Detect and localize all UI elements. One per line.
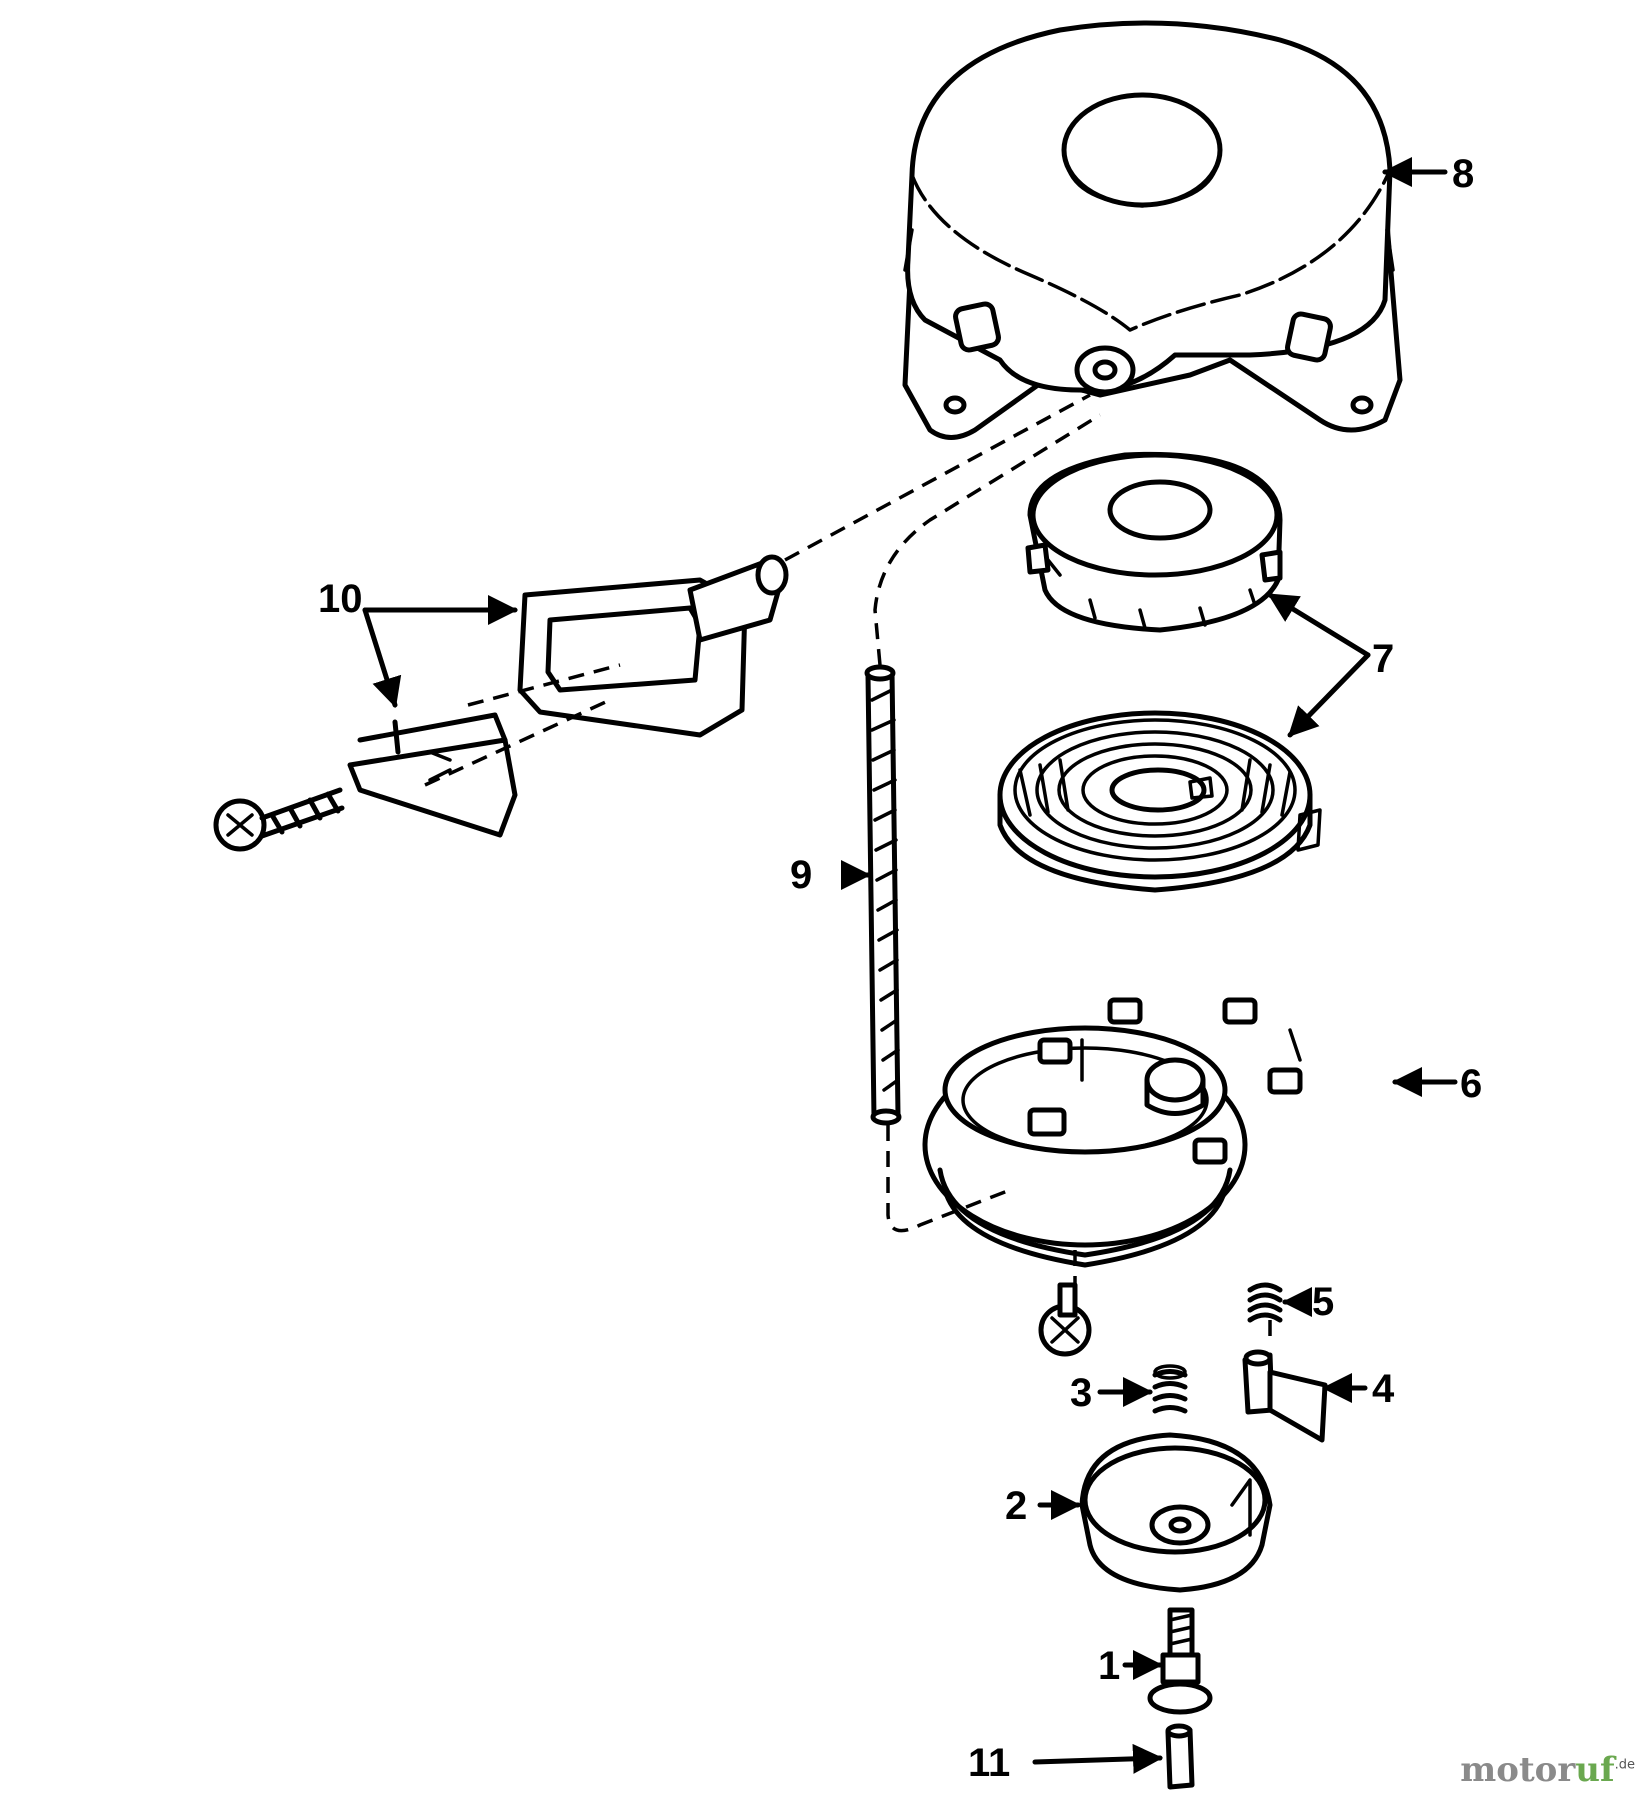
- callout-3: 3: [1070, 1371, 1092, 1415]
- part-3-spring: [1152, 1364, 1188, 1414]
- callout-6: 6: [1460, 1062, 1482, 1106]
- part-9-starter-rope: [864, 664, 902, 1126]
- callout-1: 1: [1098, 1644, 1120, 1688]
- callout-8: 8: [1452, 152, 1474, 196]
- part-2-brake-cup: [1079, 1432, 1273, 1593]
- part-7-spring-cover: [1025, 451, 1283, 633]
- watermark-main: motor: [1460, 1750, 1576, 1790]
- callout-numbers: 8 7 10 9 6 5 4 3 2 1 11: [318, 152, 1482, 1785]
- watermark-accent: uf: [1575, 1750, 1615, 1790]
- part-4-pawl: [1242, 1349, 1328, 1443]
- part-5-spring: [1247, 1282, 1283, 1323]
- callout-7: 7: [1372, 637, 1394, 681]
- callout-5: 5: [1312, 1280, 1334, 1324]
- part-10-screw: [213, 787, 345, 852]
- part-6-pulley: [922, 997, 1303, 1268]
- callout-9: 9: [790, 853, 812, 897]
- part-10-starter-handle: [517, 554, 789, 738]
- part-10-handle-insert: [347, 712, 518, 838]
- watermark-suffix: .de: [1614, 1757, 1635, 1773]
- watermark-logo: motoruf.de: [1460, 1750, 1635, 1790]
- part-11-pin: [1165, 1723, 1195, 1790]
- part-retainer-screw: [1038, 1282, 1092, 1357]
- callout-4: 4: [1372, 1367, 1395, 1411]
- part-1-center-screw: [1147, 1607, 1213, 1715]
- part-7-recoil-spring: [997, 710, 1322, 893]
- callout-10: 10: [318, 577, 363, 621]
- callout-11: 11: [968, 1741, 1010, 1785]
- callout-2: 2: [1005, 1484, 1027, 1528]
- callout-leaders: [362, 157, 1458, 1774]
- assembly-dashed-lines: [424, 393, 1272, 1345]
- part-8-starter-housing: [902, 20, 1403, 440]
